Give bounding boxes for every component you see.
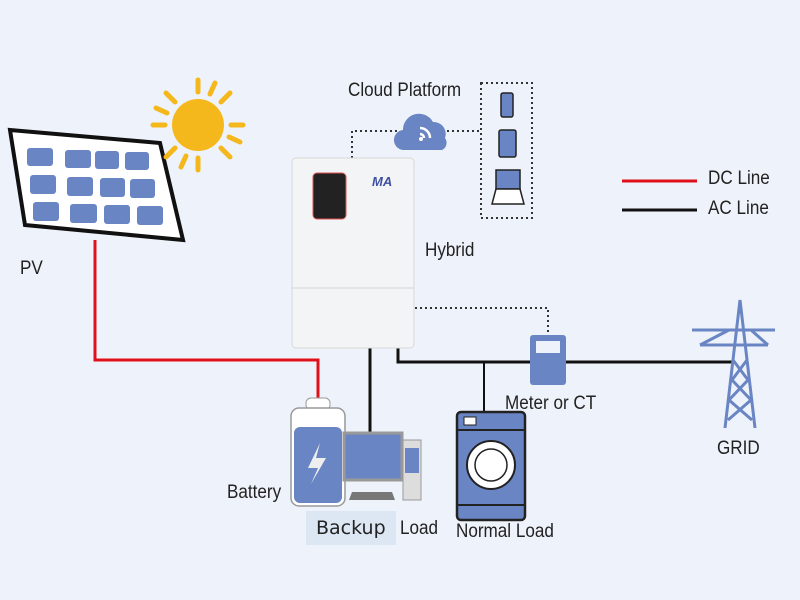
solar-panel-icon (7, 127, 186, 243)
laptop-icon (491, 169, 525, 205)
grid-label: GRID (717, 438, 760, 459)
backup-label: Backup (306, 511, 396, 545)
legend-dc-label: DC Line (708, 168, 770, 189)
tablet-icon (498, 129, 517, 158)
cloud-platform-label: Cloud Platform (348, 80, 462, 101)
hybrid-label: Hybrid (425, 240, 475, 261)
computer-icon (342, 431, 422, 501)
comm-line-meter (415, 307, 549, 335)
pv-label: PV (20, 258, 43, 279)
sun-icon (150, 77, 246, 173)
backup-load-label: Load (400, 518, 439, 539)
battery-icon (290, 397, 346, 507)
hybrid-inverter-icon: MA (291, 157, 415, 349)
meter-icon (530, 335, 566, 385)
ac-line-grid (396, 345, 735, 364)
battery-label: Battery (227, 482, 282, 503)
legend-ac-label: AC Line (708, 198, 769, 219)
cloud-icon (393, 113, 447, 151)
dc-line-pv (93, 240, 320, 405)
svg-text:MA: MA (372, 174, 392, 189)
devices-group (480, 82, 533, 219)
grid-pylon-icon (692, 299, 775, 429)
comm-line-cloud (351, 130, 400, 158)
meter-label: Meter or CT (505, 393, 597, 414)
normal-load-label: Normal Load (456, 521, 554, 542)
phone-icon (500, 92, 514, 118)
washing-machine-icon (455, 410, 527, 522)
